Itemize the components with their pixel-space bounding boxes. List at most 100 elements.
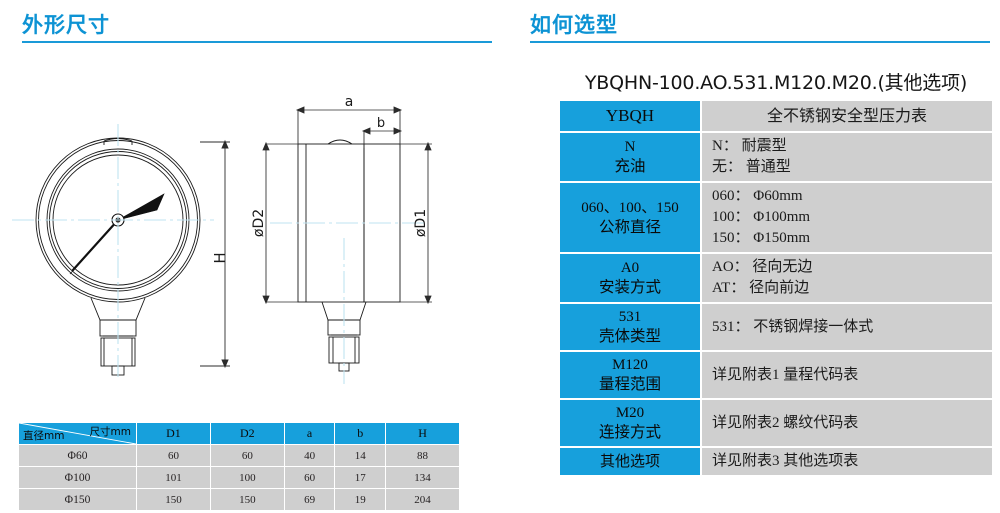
selection-description-cell: 531： 不锈钢焊接一体式 (700, 304, 992, 350)
dimension-line-d1 (398, 141, 432, 305)
selection-description-line: 详见附表2 螺纹代码表 (712, 414, 859, 431)
selection-code: N (624, 139, 636, 155)
cell-b: 14 (334, 444, 387, 467)
dimension-label-d1: øD1 (413, 209, 429, 237)
column-header-b: b (334, 422, 387, 445)
selection-code-subtitle: 公称直径 (598, 218, 661, 236)
row-label-diameter: Φ60 (18, 444, 137, 467)
selection-description-line: 全不锈钢安全型压力表 (766, 107, 927, 125)
selection-description-cell: 详见附表3 其他选项表 (700, 448, 992, 475)
corner-label-diameter: 直径mm (23, 430, 65, 442)
section-rule-right (530, 41, 990, 43)
selection-row: YBQH 全不锈钢安全型压力表 (560, 101, 992, 131)
selection-row: 其他选项 详见附表3 其他选项表 (560, 448, 992, 475)
dimension-label-h: H (211, 252, 229, 263)
cell-d2: 60 (209, 444, 285, 467)
selection-code: 其他选项 (599, 453, 660, 470)
selection-description-line: 531： 不锈钢焊接一体式 (712, 318, 874, 335)
section-header-dimensions: 外形尺寸 (22, 12, 492, 43)
column-header-h: H (385, 422, 460, 445)
table-row: Φ60 60 60 40 14 88 (18, 444, 460, 467)
selection-description-cell: 详见附表1 量程代码表 (700, 352, 992, 398)
column-header-a: a (283, 422, 336, 445)
selection-code-cell: 060、100、150 公称直径 (560, 183, 700, 252)
cell-b: 17 (334, 466, 387, 489)
selection-code: A0 (620, 260, 640, 276)
column-header-d1: D1 (136, 422, 211, 445)
dimension-label-d2: øD2 (251, 209, 267, 237)
selection-code: M20 (615, 405, 645, 421)
cell-h: 88 (385, 444, 460, 467)
selection-row: A0 安装方式 AO： 径向无边 AT： 径向前边 (560, 254, 992, 302)
selection-description-line: 详见附表1 量程代码表 (712, 366, 859, 383)
selection-row: 531 壳体类型 531： 不锈钢焊接一体式 (560, 304, 992, 350)
selection-code-cell: YBQH (560, 101, 700, 131)
selection-code-subtitle: 壳体类型 (598, 328, 661, 345)
selection-description-line: 100： Φ100mm (712, 209, 811, 225)
corner-label-size: 尺寸mm (89, 426, 131, 438)
selection-row: M20 连接方式 详见附表2 螺纹代码表 (560, 400, 992, 446)
cell-a: 60 (283, 466, 336, 489)
dimension-label-b: b (377, 116, 385, 131)
selection-description-line: AO： 径向无边 (712, 259, 813, 275)
selection-description-cell: 全不锈钢安全型压力表 (700, 101, 992, 131)
selection-code: 531 (618, 309, 642, 325)
selection-code-cell: M120 量程范围 (560, 352, 700, 398)
diagonal-divider-icon (19, 423, 136, 444)
cell-d1: 101 (136, 466, 211, 489)
selection-description-cell: 060： Φ60mm 100： Φ100mm 150： Φ150mm (700, 183, 992, 252)
selection-code-cell: M20 连接方式 (560, 400, 700, 446)
selection-description-line: 无： 普通型 (712, 159, 791, 175)
cell-d2: 100 (209, 466, 285, 489)
selection-code: 060、100、150 (581, 199, 679, 216)
selection-code-cell: 531 壳体类型 (560, 304, 700, 350)
cell-h: 134 (385, 466, 460, 489)
cell-h: 204 (385, 488, 460, 511)
gauge-front-view-drawing: H (12, 124, 248, 383)
dimension-line-d2 (262, 141, 300, 305)
dimension-table-corner-cell: 尺寸mm 直径mm (18, 422, 137, 445)
selection-code-cell: 其他选项 (560, 448, 700, 475)
dimension-table: 尺寸mm 直径mm D1 D2 a b H Φ60 60 60 40 14 88… (18, 422, 460, 511)
dimension-line-h (200, 139, 230, 369)
section-title-selection: 如何选型 (530, 13, 618, 37)
selection-description-line: N： 耐震型 (712, 138, 787, 154)
section-rule-left (22, 41, 492, 43)
cell-a: 40 (283, 444, 336, 467)
gauge-needle (69, 193, 165, 275)
cell-d1: 60 (136, 444, 211, 467)
selection-code-subtitle: 充油 (614, 158, 646, 175)
row-label-diameter: Φ100 (18, 466, 137, 489)
cell-b: 19 (334, 488, 387, 511)
dimension-line-b (361, 127, 403, 148)
column-header-d2: D2 (209, 422, 285, 445)
row-label-diameter: Φ150 (18, 488, 137, 511)
selection-description-line: AT： 径向前边 (712, 280, 810, 296)
section-header-selection: 如何选型 (530, 12, 990, 43)
selection-description-cell: 详见附表2 螺纹代码表 (700, 400, 992, 446)
gauge-side-view-drawing: a b øD2 (250, 88, 450, 388)
selection-row: N 充油 N： 耐震型无： 普通型 (560, 133, 992, 181)
section-title-dimensions: 外形尺寸 (22, 13, 110, 37)
selection-row: 060、100、150 公称直径 060： Φ60mm 100： Φ100mm 150：… (560, 183, 992, 252)
selection-code: M120 (612, 357, 648, 373)
selection-description-line: 150： Φ150mm (712, 230, 811, 246)
table-row: Φ150 150 150 69 19 204 (18, 488, 460, 511)
selection-code-subtitle: 安装方式 (598, 279, 661, 296)
selection-description-line: 详见附表3 其他选项表 (712, 453, 859, 469)
selection-description-cell: AO： 径向无边 AT： 径向前边 (700, 254, 992, 302)
dimension-line-a (295, 106, 403, 148)
selection-code: YBQH (605, 106, 655, 125)
table-row: Φ100 101 100 60 17 134 (18, 466, 460, 489)
cell-d1: 150 (136, 488, 211, 511)
selection-code-subtitle: 量程范围 (598, 376, 661, 393)
selection-description-cell: N： 耐震型无： 普通型 (700, 133, 992, 181)
cell-d2: 150 (209, 488, 285, 511)
dimension-table-header-row: 尺寸mm 直径mm D1 D2 a b H (18, 422, 460, 445)
selection-code-cell: N 充油 (560, 133, 700, 181)
selection-code-subtitle: 连接方式 (598, 424, 661, 441)
cell-a: 69 (283, 488, 336, 511)
selection-description-line: 060： Φ60mm (712, 188, 803, 204)
